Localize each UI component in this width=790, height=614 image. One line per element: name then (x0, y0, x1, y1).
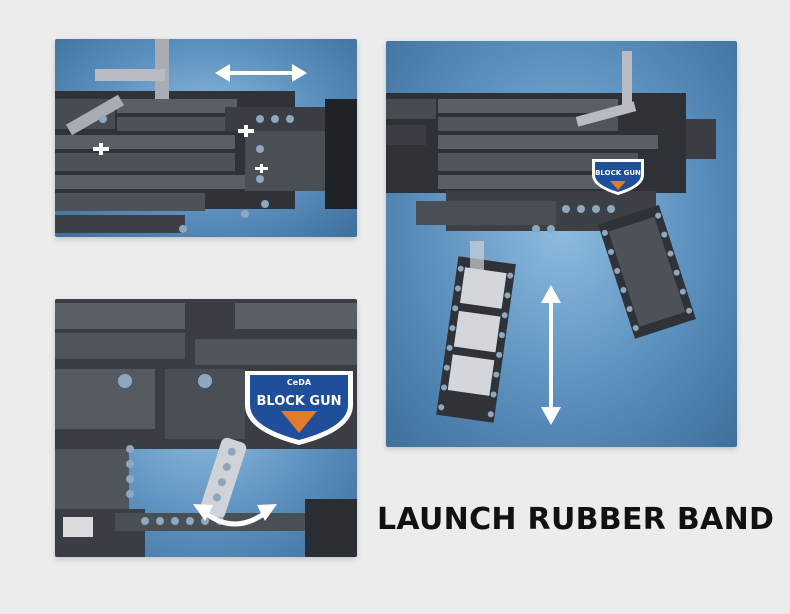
slide-detail-illustration (55, 39, 357, 233)
curved-double-arrow-icon (193, 504, 277, 527)
badge-top-mark: CeDA (287, 378, 312, 387)
trigger-detail-illustration: CeDA BLOCK GUN (55, 299, 357, 557)
horizontal-double-arrow-icon (215, 64, 307, 82)
badge-brand-text-small: BLOCK GUN (595, 169, 641, 177)
block-gun-badge: CeDA BLOCK GUN (245, 371, 353, 445)
block-gun-badge-small: BLOCK GUN (592, 159, 644, 195)
vertical-double-arrow-icon (541, 285, 561, 425)
trigger-detail-panel: CeDA BLOCK GUN (55, 299, 357, 557)
caption-text: LAUNCH RUBBER BAND (377, 502, 775, 537)
blaster-illustration: BLOCK GUN (386, 51, 716, 425)
badge-brand-text: BLOCK GUN (256, 394, 341, 409)
magazine-panel: BLOCK GUN (386, 41, 737, 447)
slide-detail-panel (55, 39, 357, 237)
magazine (436, 241, 516, 423)
